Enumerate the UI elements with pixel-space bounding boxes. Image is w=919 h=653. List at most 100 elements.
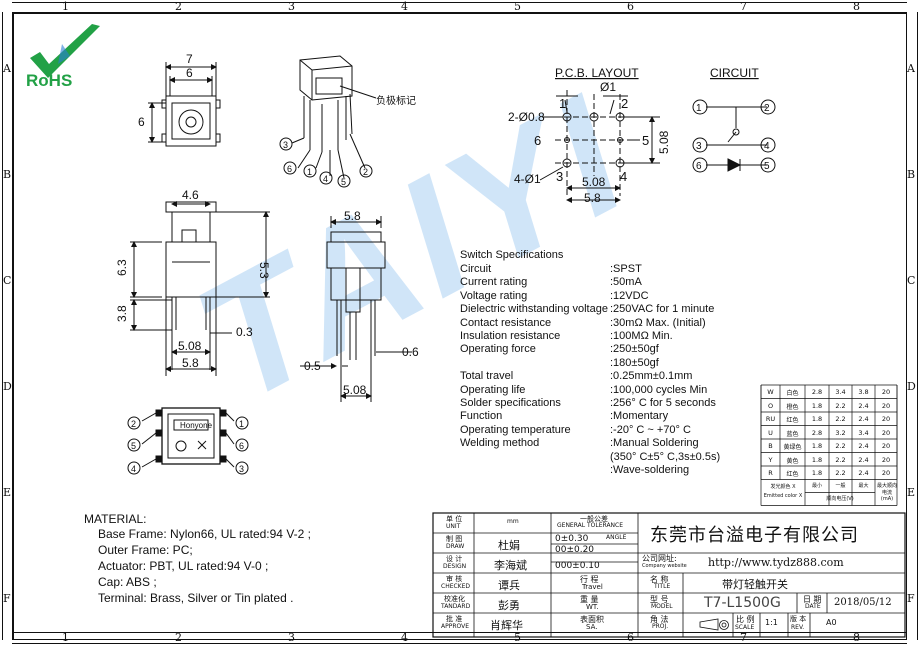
led-row-value: 20 <box>881 455 891 464</box>
led-row-value: 20 <box>881 415 891 423</box>
material-line-3: Actuator: PBT, UL rated:94 V-0 ; <box>98 559 269 573</box>
rohs-text: RoHS <box>26 71 72 90</box>
spec-title: Switch Specifications <box>460 249 564 261</box>
pcb-h508: 5.08 <box>657 130 671 154</box>
dim-front-58: 5.8 <box>182 356 199 370</box>
tb-title-value: 带灯轻触开关 <box>722 578 788 591</box>
bottom-pin-1: 1 <box>239 419 244 429</box>
circuit-pin-4: 4 <box>764 141 770 152</box>
dim-front-508: 5.08 <box>178 339 202 353</box>
tb-scale-value: 1:1 <box>765 618 778 627</box>
spec-value: :256° C for 5 seconds <box>610 397 716 409</box>
tb-model-label: 型 号 <box>650 595 669 604</box>
spec-value: :250VAC for 1 minute <box>610 303 715 316</box>
tb-tol-3: 000±0.10 <box>555 561 600 571</box>
pcb-pin-1: 1 <box>559 96 566 111</box>
tb-check-value: 谭兵 <box>498 579 520 592</box>
pcb-d41: 4-Ø1 <box>514 172 541 186</box>
spec-label: Operating force <box>460 343 536 356</box>
led-row-value: 3.2 <box>835 428 846 437</box>
spec-label: Total travel <box>460 370 514 383</box>
tb-tol-1: 0±0.30 <box>555 534 589 544</box>
spec-value: :180±50gf <box>610 356 659 369</box>
zone-row-b-right: B <box>907 168 916 181</box>
led-row-value: 2.4 <box>858 401 869 410</box>
zone-col-2-bottom: 2 <box>175 631 182 644</box>
dim-left-6: 6 <box>138 115 145 129</box>
led-row-code: R <box>768 469 773 477</box>
led-row-value: 20 <box>881 442 891 450</box>
led-row-value: 2.4 <box>858 442 869 450</box>
tb-tolerance-en: GENERAL TOLERANCE <box>557 522 624 529</box>
zone-col-5: 5 <box>514 0 521 13</box>
material-line-2: Outer Frame: PC; <box>98 543 193 557</box>
tb-date-label: 日 期 <box>803 595 822 604</box>
spec-value: :-20° C ~ +70° C <box>610 423 691 436</box>
circuit-pin-2: 2 <box>764 103 770 114</box>
tb-model-en: MODEL <box>651 603 673 610</box>
iso-pin-1: 1 <box>307 167 312 177</box>
tb-tol-2: 00±0.20 <box>555 545 595 555</box>
tb-std-en: TANDARD <box>441 603 471 610</box>
spec-label: Circuit <box>460 263 492 275</box>
led-foot-label-cn: 发光颜色 X <box>770 483 796 490</box>
zone-row-d-right: D <box>907 380 916 393</box>
circuit-pin-6: 6 <box>696 161 702 172</box>
tb-draw-en: DRAW <box>446 543 465 550</box>
dim-front-63: 6.3 <box>115 259 129 276</box>
zone-col-4-bottom: 4 <box>401 631 408 644</box>
tb-company: 东莞市台溢电子有限公司 <box>650 525 859 546</box>
led-row-code: U <box>768 428 773 437</box>
led-row-color: 红色 <box>786 417 799 424</box>
zone-row-f: F <box>3 592 11 605</box>
zone-col-7: 7 <box>740 0 747 13</box>
tb-site-en: Company website <box>642 563 687 569</box>
tb-draw-value: 杜娟 <box>498 539 520 552</box>
tb-tol-angle: ANGLE <box>606 534 627 541</box>
tb-travel-en: Travel <box>582 583 603 591</box>
tb-unit-value: mm <box>507 518 519 525</box>
tb-rev-en: REV. <box>791 624 805 631</box>
zone-col-1-bottom: 1 <box>62 631 69 644</box>
tb-rev-value: A0 <box>826 618 837 627</box>
spec-value: (350° C±5° C,3s±0.5s) <box>610 450 721 463</box>
pcb-w58: 5.8 <box>584 191 601 205</box>
led-row-code: W <box>767 388 774 396</box>
spec-value: :100,000 cycles Min <box>610 383 708 396</box>
tb-rev-label: 版 本 <box>790 615 807 623</box>
spec-value: :50mA <box>610 276 642 289</box>
spec-label: Welding method <box>460 437 540 450</box>
bottom-pin-6: 6 <box>239 441 244 451</box>
iso-pin-5: 5 <box>341 177 346 187</box>
tb-model-value: T7-L1500G <box>704 595 781 611</box>
bottom-pin-4: 4 <box>131 464 136 474</box>
tb-site-value[interactable]: http://www.tydz888.com <box>708 556 844 569</box>
spec-label: Operating temperature <box>460 423 571 436</box>
spec-label: Function <box>460 410 503 423</box>
tb-approve-en: APPROVE <box>441 623 470 630</box>
zone-row-e: E <box>3 486 12 499</box>
led-row-color: 红色 <box>786 471 799 478</box>
pcb-d08: 2-Ø0.8 <box>508 110 545 124</box>
tb-travel-label: 行 程 <box>580 575 599 584</box>
bottom-brand: Honyone <box>180 421 213 430</box>
spec-label: Insulation resistance <box>460 330 561 342</box>
spec-value: :12VDC <box>610 289 649 302</box>
iso-pin-6: 6 <box>287 164 292 174</box>
zone-row-d: D <box>3 380 12 393</box>
circuit-title: CIRCUIT <box>710 66 759 80</box>
zone-col-8: 8 <box>853 0 860 13</box>
tb-unit-label: 单 位 <box>446 515 463 523</box>
tb-title-en: TITLE <box>654 583 671 590</box>
pcb-pin-3: 3 <box>556 169 563 184</box>
zone-col-1: 1 <box>62 0 69 13</box>
led-foot-max: 最大 <box>858 482 869 489</box>
polarity-label: 负极标记 <box>376 94 416 107</box>
zone-row-b: B <box>3 168 12 181</box>
rohs-logo: RoHS <box>26 24 100 90</box>
tb-date-en: DATE <box>805 603 821 610</box>
zone-bar-top <box>12 2 907 14</box>
